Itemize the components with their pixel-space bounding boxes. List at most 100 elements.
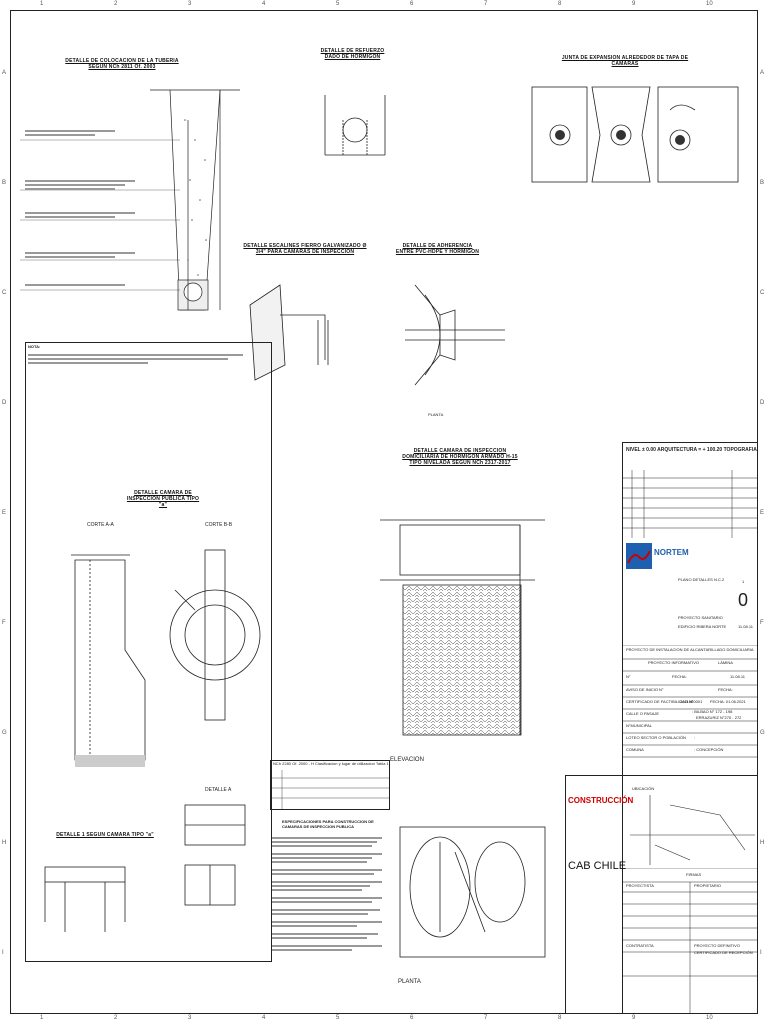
ruler-number: 8 xyxy=(558,1,562,7)
especificaciones-title: ESPECIFICACIONES PARA CONSTRUCCION DE CA… xyxy=(282,819,374,829)
title-escalines: DETALLE ESCALINES FIERRO GALVANIZADO Ø 3… xyxy=(243,243,367,255)
tb-calle-val1: : BILBAO N° 172 - 198 xyxy=(692,709,733,714)
frame-left-lower xyxy=(25,342,272,962)
title-adherencia: DETALLE DE ADHERENCIA ENTRE PVC-HDPE Y H… xyxy=(395,243,480,255)
drawing-junta xyxy=(531,86,739,183)
tb-lower xyxy=(565,775,758,1014)
ubicacion-map xyxy=(630,795,755,865)
tb-number: 0 xyxy=(738,590,749,610)
ruler-letter: A xyxy=(760,70,765,76)
title-camara-armado: DETALLE CAMARA DE INSPECCION DOMICILIARI… xyxy=(402,448,518,466)
tb-fecha: FECHA: xyxy=(672,674,687,679)
ruler-number: 5 xyxy=(336,1,340,7)
detalle-a-label: DETALLE A xyxy=(205,787,232,793)
planta-adherencia: PLANTA xyxy=(428,412,444,417)
ruler-number: 4 xyxy=(262,1015,266,1021)
drawing-detalle-a xyxy=(184,804,246,906)
tb-comuna: COMUNA xyxy=(626,747,644,752)
tb-proyecto: PROYECTO SANITARIO xyxy=(678,615,723,620)
ruler-number: 2 xyxy=(114,1,118,7)
tb-recepcion: CERTIFICADO DE RECEPCIÓN xyxy=(694,950,753,955)
tb-loteo: LOTEO SECTOR O POBLACIÓN xyxy=(626,735,686,740)
ruler-letter: I xyxy=(760,950,762,956)
title-junta: JUNTA DE EXPANSION ALREDEDOR DE TAPA DE … xyxy=(561,55,689,67)
ruler-letter: F xyxy=(2,620,6,626)
drawing-camara-planta xyxy=(399,826,546,958)
ruler-number: 6 xyxy=(410,1,414,7)
tb-propietario: PROPIETARIO xyxy=(694,883,722,888)
ruler-letter: F xyxy=(760,620,764,626)
title-tuberia: DETALLE DE COLOCACION DE LA TUBERIA SEGU… xyxy=(65,58,179,70)
ruler-letter: E xyxy=(760,510,765,516)
tb-proyectista: PROYECTISTA xyxy=(626,883,654,888)
title-camara-publica: DETALLE CAMARA DE INSPECCION PUBLICA TIP… xyxy=(126,490,200,508)
tb-top-title: NIVEL ± 0.00 ARQUITECTURA = + 100.20 TOP… xyxy=(626,447,757,453)
ruler-letter: A xyxy=(2,70,7,76)
ruler-number: 10 xyxy=(706,1015,713,1021)
ruler-number: 6 xyxy=(410,1015,414,1021)
corte-bb-label: CORTE B-B xyxy=(205,522,233,528)
elevacion-label: ELEVACION xyxy=(390,757,424,763)
tb-aviso-fecha: FECHA: xyxy=(718,687,733,692)
ruler-right: A B C D E F G H I xyxy=(758,10,768,1014)
brand-name: NORTEM xyxy=(654,548,689,557)
ruler-letter: C xyxy=(760,290,765,296)
drawing-tuberia xyxy=(20,89,240,311)
ruler-letter: I xyxy=(2,950,4,956)
ruler-number: 1 xyxy=(40,1015,44,1021)
ruler-number: 2 xyxy=(114,1015,118,1021)
ruler-number: 9 xyxy=(632,1015,636,1021)
especificaciones-text xyxy=(272,837,382,951)
tb-firmas: FIRMAS xyxy=(686,872,702,877)
planta-label: PLANTA xyxy=(398,979,421,985)
drawing-camara-elevacion xyxy=(380,519,545,736)
tb-contratista: CONTRATISTA xyxy=(626,943,654,948)
tb-cert-fecha: FECHA: 01.06.2021 xyxy=(710,699,746,704)
tb-loteo-val: : xyxy=(694,735,696,740)
ruler-number: 7 xyxy=(484,1015,488,1021)
ruler-letter: G xyxy=(760,730,765,736)
nch-table xyxy=(270,760,390,810)
logo-icon xyxy=(626,543,652,569)
ruler-letter: G xyxy=(2,730,7,736)
cab-label: CAB CHILE xyxy=(568,860,627,872)
drawing-camara-publica xyxy=(71,549,261,767)
tb-aviso: AVISO DE INICIO N° xyxy=(626,687,664,692)
title-refuerzo: DETALLE DE REFUERZO DADO DE HORMIGON xyxy=(320,48,385,60)
ruler-letter: B xyxy=(760,180,765,186)
ruler-letter: H xyxy=(2,840,7,846)
tb-firmas-grid xyxy=(622,868,758,1014)
construccion-label: CONSTRUCCIÓN xyxy=(568,796,634,805)
ruler-letter: D xyxy=(760,400,765,406)
tb-info-grid xyxy=(622,645,758,758)
ruler-number: 7 xyxy=(484,1,488,7)
tb-cert-val: 2021060001 xyxy=(680,699,703,704)
drawing-adherencia xyxy=(405,284,505,386)
nch-table-rows xyxy=(270,770,390,810)
tb-fecha-val: 11.08.11 xyxy=(730,674,745,679)
tb-calle-val2: ERRAZURIZ N°270 - 272 xyxy=(696,715,742,720)
ruler-number: 3 xyxy=(188,1015,192,1021)
corte-aa-label: CORTE A-A xyxy=(87,522,114,528)
ruler-letter: H xyxy=(760,840,765,846)
tb-comuna-val: : CONCEPCIÓN xyxy=(694,747,724,752)
nch-table-title: NCh 2280 Of. 2000 - H Clasificacion y lu… xyxy=(273,761,389,766)
ruler-letter: D xyxy=(2,400,7,406)
tb-date1: 11.08.11 xyxy=(738,624,753,629)
drawing-refuerzo xyxy=(324,95,386,156)
ruler-number: 9 xyxy=(632,1,636,7)
tb-municipal: N°MUNICIPAL xyxy=(626,723,652,728)
tb-revision-grid xyxy=(622,470,758,538)
ruler-letter: E xyxy=(2,510,7,516)
ruler-number: 8 xyxy=(558,1015,562,1021)
ruler-number: 4 xyxy=(262,1,266,7)
ruler-letter: C xyxy=(2,290,7,296)
ruler-number: 10 xyxy=(706,1,713,7)
tb-lamina-num: 1 xyxy=(742,579,745,584)
tb-detalle: PLANO DETALLES N.C.2 xyxy=(678,577,725,582)
tb-calle: CALLE O PASAJE xyxy=(626,711,660,716)
tb-definitivo: PROYECTO DEFINITIVO xyxy=(694,943,740,948)
